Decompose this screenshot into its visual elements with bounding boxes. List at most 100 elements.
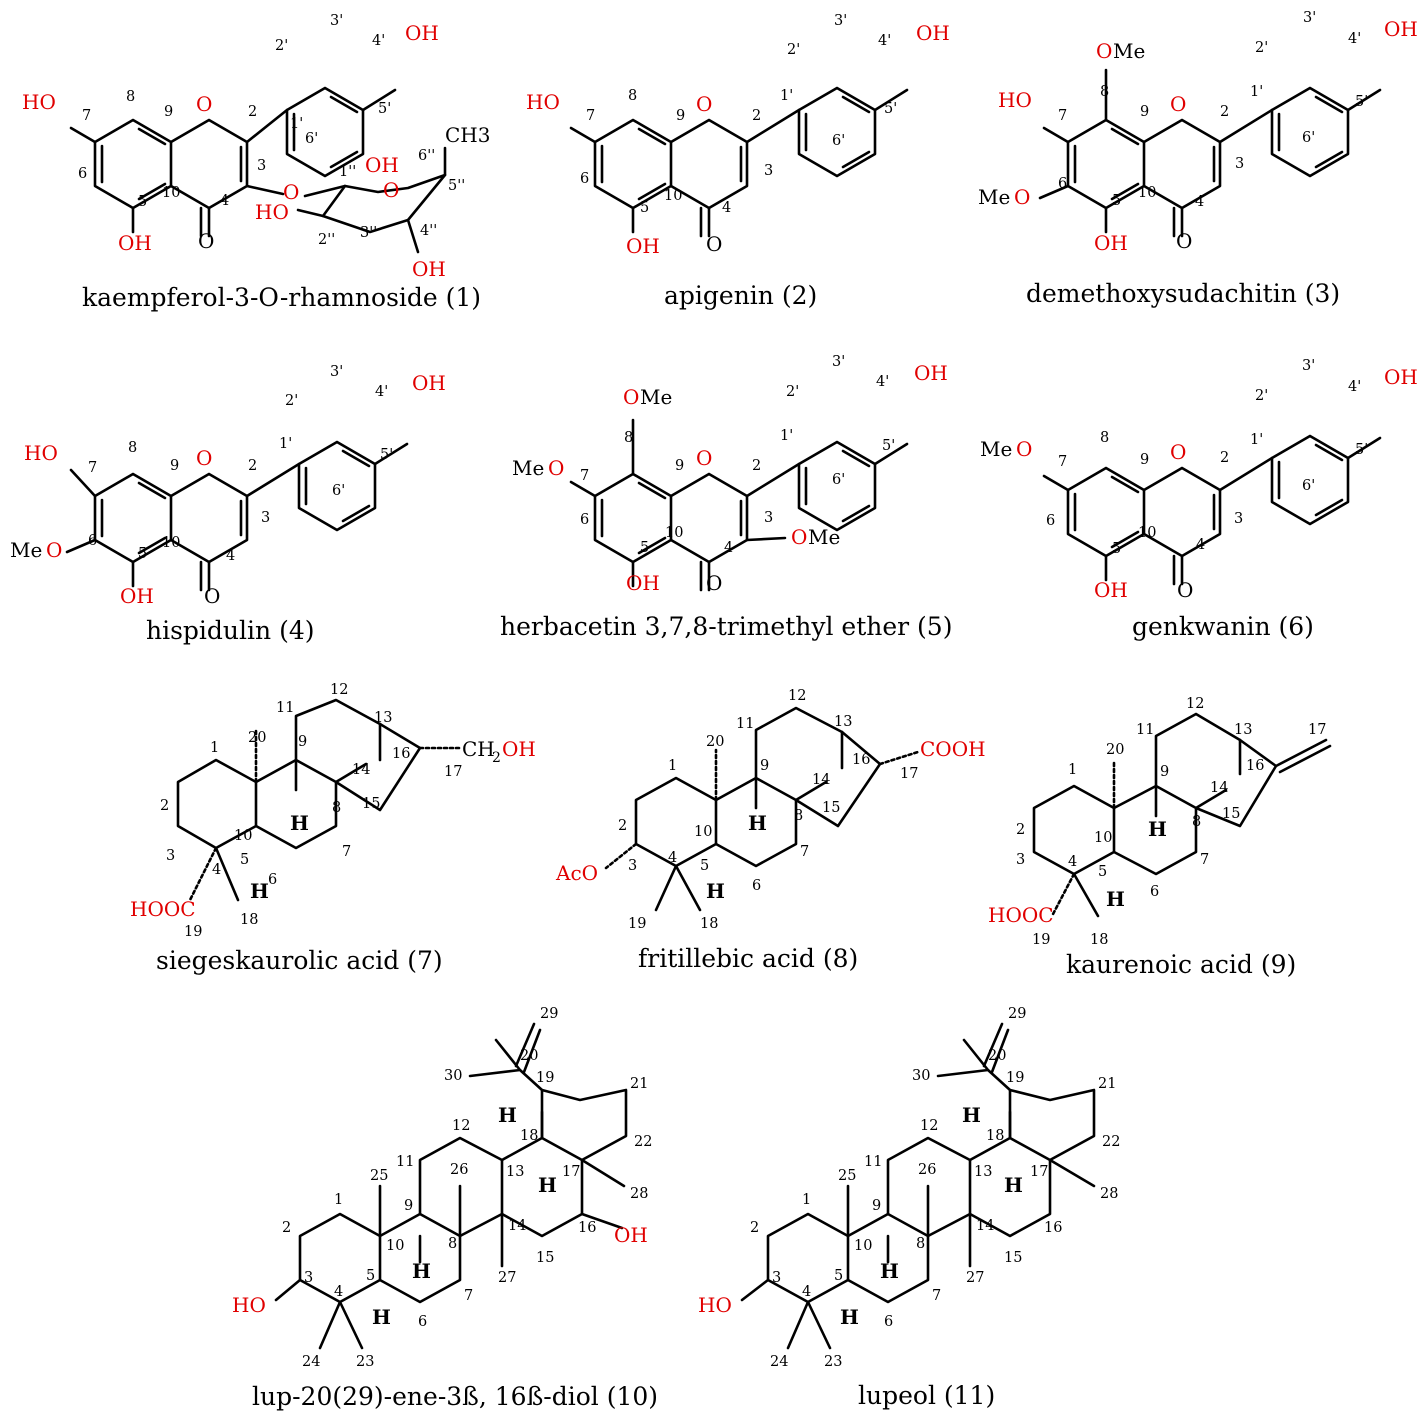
group-label: OH — [502, 737, 536, 761]
atom-number: 30 — [444, 1068, 462, 1084]
atom-number: 22 — [1102, 1134, 1120, 1150]
atom-number: 6 — [1058, 176, 1067, 192]
atom-number: 18 — [1090, 932, 1108, 948]
atom-number: 3 — [772, 1270, 781, 1286]
atom-number: 18 — [520, 1128, 538, 1144]
group-label: O — [1096, 39, 1112, 63]
atom-number: 6'' — [418, 148, 435, 164]
atom-number: 12 — [1186, 696, 1204, 712]
atom-number: 8 — [126, 89, 135, 105]
atom-number: 2 — [248, 458, 257, 474]
atom-number: 19 — [628, 916, 646, 932]
atom-number: 18 — [986, 1128, 1004, 1144]
atom-number: 1 — [802, 1192, 811, 1208]
atom-number: 8 — [448, 1236, 457, 1252]
group-label: O — [196, 92, 212, 116]
atom-number: 2' — [285, 393, 298, 409]
hydrogen-label: H — [1004, 1173, 1023, 1197]
atom-number: 23 — [356, 1354, 374, 1370]
atom-number: 6' — [1302, 478, 1315, 494]
group-label: O — [706, 232, 722, 256]
group-label: OH — [412, 371, 446, 395]
group-label: OH — [1094, 231, 1128, 255]
atom-number: 20 — [248, 730, 266, 746]
atom-number: 7 — [932, 1288, 941, 1304]
atom-number: 5 — [700, 858, 709, 874]
group-label: OH — [1094, 578, 1128, 602]
group-label: Me — [808, 525, 840, 549]
labels-compound-5: O Me O OH Me O O Me OH O 8 7 9 2 3 4 10 … — [512, 354, 948, 595]
atom-number: 14 — [508, 1218, 526, 1234]
atom-number: 4' — [375, 384, 388, 400]
atom-number: 4 — [668, 850, 677, 866]
atom-number: 9 — [872, 1198, 881, 1214]
atom-number: 4 — [722, 200, 731, 216]
compound-title: siegeskaurolic acid (7) — [156, 946, 443, 975]
atom-number: 15 — [536, 1250, 554, 1266]
group-label: Me — [978, 185, 1010, 209]
hydrogen-label: H — [1106, 887, 1125, 911]
atom-number: 9 — [298, 734, 307, 750]
atom-number: 10 — [665, 525, 683, 541]
atom-number: 2 — [282, 1220, 291, 1236]
atom-number: 17 — [900, 766, 918, 782]
atom-number: 25 — [370, 1168, 388, 1184]
group-label: OH — [626, 234, 660, 258]
atom-number: 24 — [302, 1354, 320, 1370]
atom-number: 1' — [1250, 84, 1263, 100]
atom-number: 5 — [240, 852, 249, 868]
atom-number: 10 — [386, 1238, 404, 1254]
atom-number: 17 — [444, 764, 462, 780]
hydrogen-label: H — [290, 811, 309, 835]
atom-number: 8 — [128, 440, 137, 456]
atom-number: 16 — [578, 1220, 596, 1236]
group-label: O — [696, 446, 712, 470]
structure-compound-8 — [604, 706, 920, 912]
atom-number: 8 — [1192, 814, 1201, 830]
atom-number: 3' — [832, 354, 845, 370]
group-label: HO — [232, 1293, 266, 1317]
group-label: HO — [24, 441, 58, 465]
group-label: O — [1016, 437, 1032, 461]
atom-number: 6 — [1150, 884, 1159, 900]
group-label: HOOC — [130, 897, 196, 921]
atom-number: 6 — [78, 166, 87, 182]
atom-number: 7 — [342, 844, 351, 860]
atom-number: 27 — [966, 1270, 984, 1286]
atom-number: 6 — [884, 1314, 893, 1330]
atom-number: 5 — [640, 200, 649, 216]
atom-number: 6 — [1046, 513, 1055, 529]
atom-number: 11 — [396, 1154, 414, 1170]
structure-compound-5 — [569, 418, 909, 592]
atom-number: 7 — [464, 1288, 473, 1304]
group-label: OH — [412, 257, 446, 281]
atom-number: 6' — [305, 131, 318, 147]
group-label: O — [46, 538, 62, 562]
labels-compound-4: HO O OH Me O OH O 8 7 9 2 3 4 10 5 6 1' … — [10, 364, 446, 608]
atom-number: 1' — [780, 428, 793, 444]
atom-number: 8 — [1100, 430, 1109, 446]
atom-number: 5 — [1112, 193, 1121, 209]
group-label: Me — [512, 456, 544, 480]
atom-number: 3 — [764, 163, 773, 179]
atom-number: 4 — [1068, 854, 1077, 870]
atom-number: 14 — [352, 762, 370, 778]
atom-number: 7 — [88, 460, 97, 476]
atom-number: 9 — [404, 1198, 413, 1214]
labels-compound-10: HO OH H H H H 1 2 3 4 5 6 7 8 9 10 11 12… — [232, 1006, 652, 1370]
atom-number: 5' — [882, 438, 895, 454]
atom-number: 13 — [374, 710, 392, 726]
group-label: O — [383, 178, 399, 202]
atom-number: 5 — [138, 546, 147, 562]
hydrogen-label: H — [412, 1259, 431, 1283]
labels-compound-8: COOH AcO H H 1 2 3 4 5 6 7 8 9 10 11 12 … — [555, 688, 986, 932]
atom-number: 2 — [750, 1220, 759, 1236]
atom-number: 5 — [138, 194, 147, 210]
hydrogen-label: H — [748, 811, 767, 835]
atom-number: 26 — [450, 1162, 468, 1178]
atom-number: 3' — [330, 13, 343, 29]
atom-number: 7 — [1058, 454, 1067, 470]
compound-title: kaempferol-3-O-rhamnoside (1) — [82, 283, 481, 312]
structure-compound-10 — [274, 1022, 628, 1350]
group-label: HOOC — [988, 903, 1054, 927]
